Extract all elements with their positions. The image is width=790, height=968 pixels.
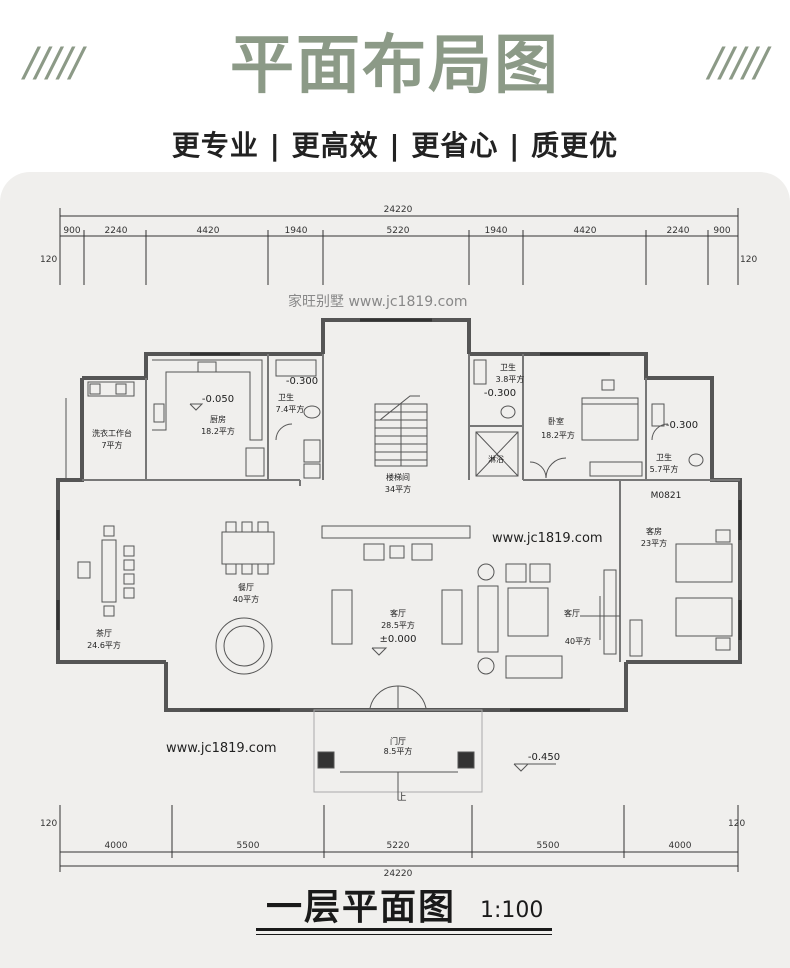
room-name-wc-left: 卫生 [278,392,294,402]
decorative-slashes-right: ///// [708,40,768,86]
dim-top-label: 900 [713,226,730,236]
level-kitchen: -0.050 [202,394,234,405]
room-area-living: 28.5平方 [381,620,415,630]
room-name-tearoom: 茶厅 [96,628,112,638]
wc-far-fixtures [651,403,704,467]
room-area-wc-left: 7.4平方 [276,404,305,414]
kitchen-fixtures [152,359,265,477]
room-name-shower: 淋浴 [488,454,504,464]
door-tag: M0821 [651,491,682,501]
dim-bottom-labels: 4000 5500 5220 5500 4000 24220 [105,841,692,879]
room-name-wc-far: 卫生 [656,452,672,462]
level-wc-far: -0.300 [666,420,698,431]
room-area-guestroom: 23平方 [641,538,667,548]
dim-top-label: 5220 [387,226,410,236]
room-name-laundry: 洗衣工作台 [92,428,132,438]
room-area-laundry: 7平方 [101,440,122,450]
title-underline-thin [256,934,552,935]
room-area-wc-right: 3.8平方 [496,374,525,384]
windows [56,318,742,712]
dim-top-label: 4420 [197,226,220,236]
dim-bottom-label: 5500 [537,841,560,851]
dim-bottom-total: 24220 [384,869,413,879]
room-area-tearoom: 24.6平方 [87,640,121,650]
title-underline [256,928,552,931]
level-living: ±0.000 [379,634,416,645]
room-name-wc-right: 卫生 [500,362,516,372]
decorative-slashes-left: ///// [24,40,83,86]
interior-walls [82,354,740,662]
dim-top-label: 900 [63,226,80,236]
watermark: www.jc1819.com [492,531,603,546]
room-area-wc-far: 5.7平方 [650,464,679,474]
wc-left-fixtures [275,359,321,479]
room-name-hall: 客厅 [564,608,580,618]
room-area-hall: 40平方 [565,636,591,646]
plan-scale: 1:100 [480,898,544,923]
dim-top-label: 1940 [285,226,308,236]
laundry-fixtures [65,381,135,480]
plan-title: 一层平面图 [266,887,457,928]
dim-side: 120 [40,819,57,829]
dining-fixtures [215,521,275,675]
dim-top-label: 2240 [667,226,690,236]
living-fixtures [321,525,620,679]
porch [189,403,556,800]
dim-bottom-label: 4000 [669,841,692,851]
dim-top-label: 1940 [485,226,508,236]
dim-side: 120 [740,255,757,265]
level-wc-right: -0.300 [484,388,516,399]
stair [374,395,428,467]
watermark: 家旺别墅 www.jc1819.com [288,293,468,310]
bottom-dimensions [59,805,739,872]
watermark: www.jc1819.com [166,741,277,756]
dim-side: 120 [40,255,57,265]
top-dimensions [59,208,739,285]
dim-top-total: 24220 [384,205,413,215]
room-area-porch: 8.5平方 [384,746,413,756]
dim-bottom-label: 5220 [387,841,410,851]
exterior-walls [56,318,742,712]
dim-top-labels: 900 2240 4420 1940 5220 1940 4420 2240 9… [63,226,730,236]
room-name-dining: 餐厅 [238,583,254,592]
dim-bottom-label: 4000 [105,841,128,851]
tagline: 更专业 | 更高效 | 更省心 | 质更优 [171,129,619,162]
bedroom-fixtures [545,379,643,479]
room-area-stair: 34平方 [385,484,411,494]
up-mark: 上 [397,792,406,803]
room-name-bedroom: 卧室 [548,416,564,426]
dim-top-label: 2240 [105,226,128,236]
guestroom-fixtures [629,529,733,657]
room-area-bedroom: 18.2平方 [541,430,575,440]
room-name-guestroom: 客房 [646,526,662,536]
dim-bottom-label: 5500 [237,841,260,851]
tearoom-fixtures [77,525,135,617]
page-title: 平面布局图 [230,29,560,103]
room-area-kitchen: 18.2平方 [201,426,235,436]
level-outside: -0.450 [528,752,560,763]
room-area-dining: 40平方 [233,594,259,604]
room-labels: 洗衣工作台 7平方 -0.050 厨房 18.2平方 -0.300 卫生 7.4… [87,362,698,803]
room-name-porch: 门厅 [390,736,406,746]
room-name-living: 客厅 [390,608,406,618]
level-wc-left: -0.300 [286,376,318,387]
dim-side: 120 [728,819,745,829]
room-name-stair: 楼梯间 [386,472,410,482]
dim-top-label: 4420 [574,226,597,236]
room-name-kitchen: 厨房 [210,414,226,424]
